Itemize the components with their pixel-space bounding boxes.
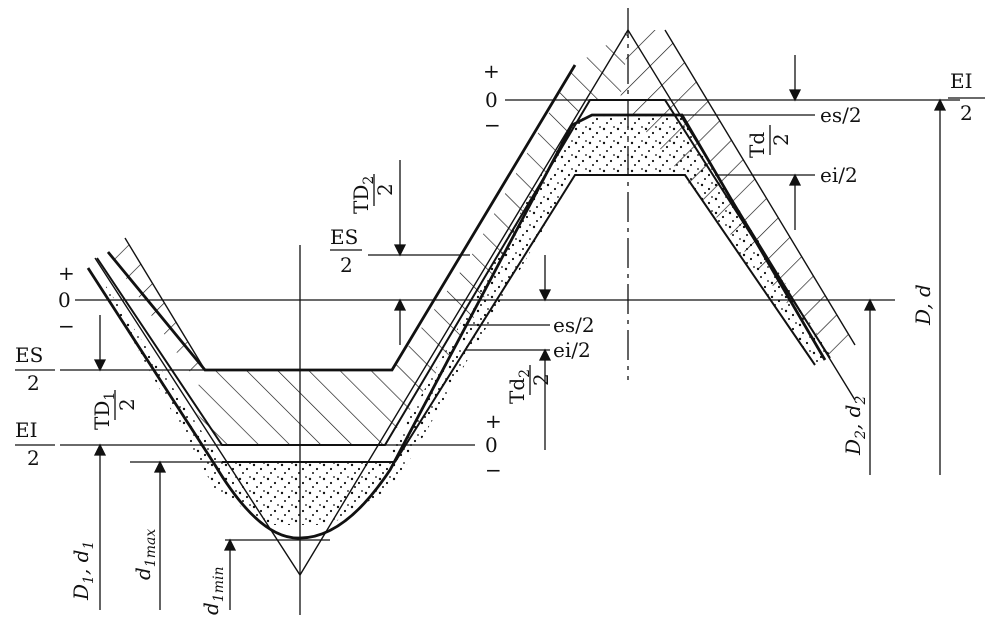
fraction-bars <box>15 97 985 446</box>
Td2-fraction: Td2 2 <box>505 369 553 404</box>
d1max-label: d1max <box>131 529 159 580</box>
minus-top: − <box>484 113 501 137</box>
plus-bottom: + <box>485 409 502 433</box>
minus-left: − <box>58 314 75 338</box>
svg-text:2: 2 <box>529 373 553 386</box>
hatch-upper-left-flank <box>470 30 630 325</box>
svg-text:2: 2 <box>373 183 397 196</box>
svg-text:TD1: TD1 <box>90 392 118 430</box>
hatch-outer-right <box>664 29 856 346</box>
ES-left-num: ES <box>15 343 43 367</box>
svg-text:TD2: TD2 <box>349 176 377 214</box>
EI-top-num: EI <box>950 69 973 93</box>
ES-mid-num: ES <box>330 225 358 249</box>
nut-profile-inner <box>96 99 831 446</box>
minus-bottom: − <box>485 458 502 482</box>
EI-left-den: 2 <box>27 446 40 470</box>
svg-text:2: 2 <box>769 133 793 146</box>
zero-left: 0 <box>58 288 71 312</box>
EI-left-num: EI <box>15 418 38 442</box>
D2-d2-label: D2, d2 <box>841 396 869 457</box>
es-top-label: es/2 <box>820 103 862 127</box>
dimension-arrows <box>93 55 947 610</box>
svg-text:2: 2 <box>115 398 139 411</box>
ES-left-den: 2 <box>27 371 40 395</box>
plus-top: + <box>483 59 500 83</box>
hatch-outer-left <box>124 237 206 371</box>
hatch-root-zone <box>190 258 470 445</box>
svg-text:Td2: Td2 <box>505 369 533 404</box>
ES-mid-den: 2 <box>340 253 353 277</box>
D-d-label: D, d <box>911 284 935 326</box>
zero-bottom: 0 <box>485 433 498 457</box>
d1min-label: d1min <box>199 567 227 616</box>
zero-top: 0 <box>485 88 498 112</box>
EI-top-den: 2 <box>960 101 973 125</box>
nut-max-profile <box>106 64 577 372</box>
bolt-min-profile <box>394 174 816 463</box>
Td-fraction: Td 2 <box>745 132 793 158</box>
TD2-fraction: TD2 2 <box>349 176 397 214</box>
es-mid-label: es/2 <box>553 313 595 337</box>
ei-top-label: ei/2 <box>820 163 858 187</box>
bolt-root-profile <box>86 113 827 540</box>
ei-mid-label: ei/2 <box>553 338 591 362</box>
hatch-right-flank <box>620 30 855 358</box>
svg-text:Td: Td <box>745 132 769 158</box>
D1-d1-label: D1, d1 <box>69 541 97 601</box>
plus-left: + <box>58 261 75 285</box>
TD1-fraction: TD1 2 <box>90 392 139 430</box>
